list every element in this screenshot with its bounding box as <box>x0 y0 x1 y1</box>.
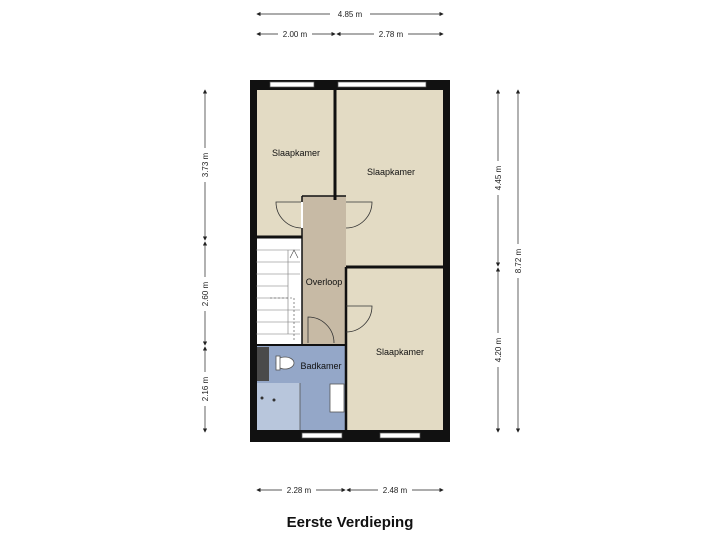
bathroom-fixtures <box>257 347 345 430</box>
dim-left-top: 3.73 m <box>201 152 210 177</box>
dim-left-middle: 2.60 m <box>201 281 210 306</box>
bedroom-2-label: Slaapkamer <box>367 167 415 177</box>
bedroom-2-fill <box>336 88 444 267</box>
dim-bottom-left: 2.28 m <box>287 486 312 495</box>
staircase-area <box>256 240 302 344</box>
shower-icon <box>257 383 300 430</box>
doors <box>275 201 373 344</box>
bedroom-1-label: Slaapkamer <box>272 148 320 158</box>
floor-title: Eerste Verdieping <box>287 514 414 531</box>
landing-fill <box>302 196 346 346</box>
dim-top-left: 2.00 m <box>283 30 308 39</box>
interior-walls <box>257 88 445 432</box>
staircase-icon <box>256 249 300 340</box>
dim-top-total: 4.85 m <box>338 10 363 19</box>
landing-label: Overloop <box>306 277 343 287</box>
dim-left-bottom: 2.16 m <box>201 376 210 401</box>
dim-right-top: 4.45 m <box>494 165 503 190</box>
dim-right-bottom: 4.20 m <box>494 337 503 362</box>
bathroom-label: Badkamer <box>300 361 341 371</box>
dim-top-right: 2.78 m <box>379 30 404 39</box>
dim-bottom-right: 2.48 m <box>383 486 408 495</box>
sink-icon <box>329 383 345 413</box>
dim-right-total: 8.72 m <box>514 248 523 273</box>
bedroom-3-fill <box>346 268 444 432</box>
cabinet-icon <box>257 347 269 381</box>
bedroom-3-label: Slaapkamer <box>376 347 424 357</box>
windows <box>269 81 427 439</box>
